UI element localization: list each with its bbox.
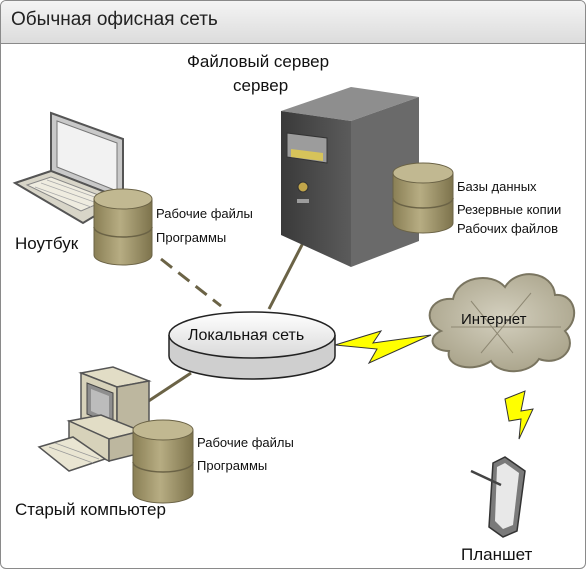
old-computer-db-line2: Программы bbox=[197, 458, 267, 473]
server-label-line1: Файловый сервер bbox=[187, 52, 329, 71]
server-db-line1: Базы данных bbox=[457, 179, 537, 194]
network-label: Локальная сеть bbox=[188, 327, 304, 344]
lightning-internet-tablet-icon bbox=[504, 390, 534, 440]
lightning-network-internet-icon bbox=[334, 330, 432, 365]
old-computer-db-line1: Рабочие файлы bbox=[197, 435, 294, 450]
internet-label: Интернет bbox=[461, 311, 527, 328]
old-computer-icon bbox=[37, 366, 152, 472]
laptop-db-line2: Программы bbox=[156, 230, 226, 245]
old-computer-label: Старый компьютер bbox=[15, 500, 166, 519]
server-database-icon bbox=[392, 162, 454, 234]
laptop-label: Ноутбук bbox=[15, 234, 79, 253]
link-server-network bbox=[267, 240, 306, 310]
link-laptop-network bbox=[160, 257, 222, 308]
local-network-icon bbox=[168, 311, 336, 380]
server-db-line3: Рабочих файлов bbox=[457, 221, 558, 236]
title-bar: Обычная офисная сеть bbox=[1, 1, 585, 44]
server-db-line2: Резервные копии bbox=[457, 202, 561, 217]
diagram-title: Обычная офисная сеть bbox=[11, 9, 218, 30]
laptop-db-line1: Рабочие файлы bbox=[156, 206, 253, 221]
old-computer-database-icon bbox=[132, 419, 194, 504]
tablet-label: Планшет bbox=[461, 545, 533, 564]
tablet-icon bbox=[470, 456, 526, 538]
server-label-line2: сервер bbox=[233, 76, 288, 95]
internet-cloud-icon bbox=[428, 273, 575, 373]
laptop-database-icon bbox=[93, 188, 153, 266]
